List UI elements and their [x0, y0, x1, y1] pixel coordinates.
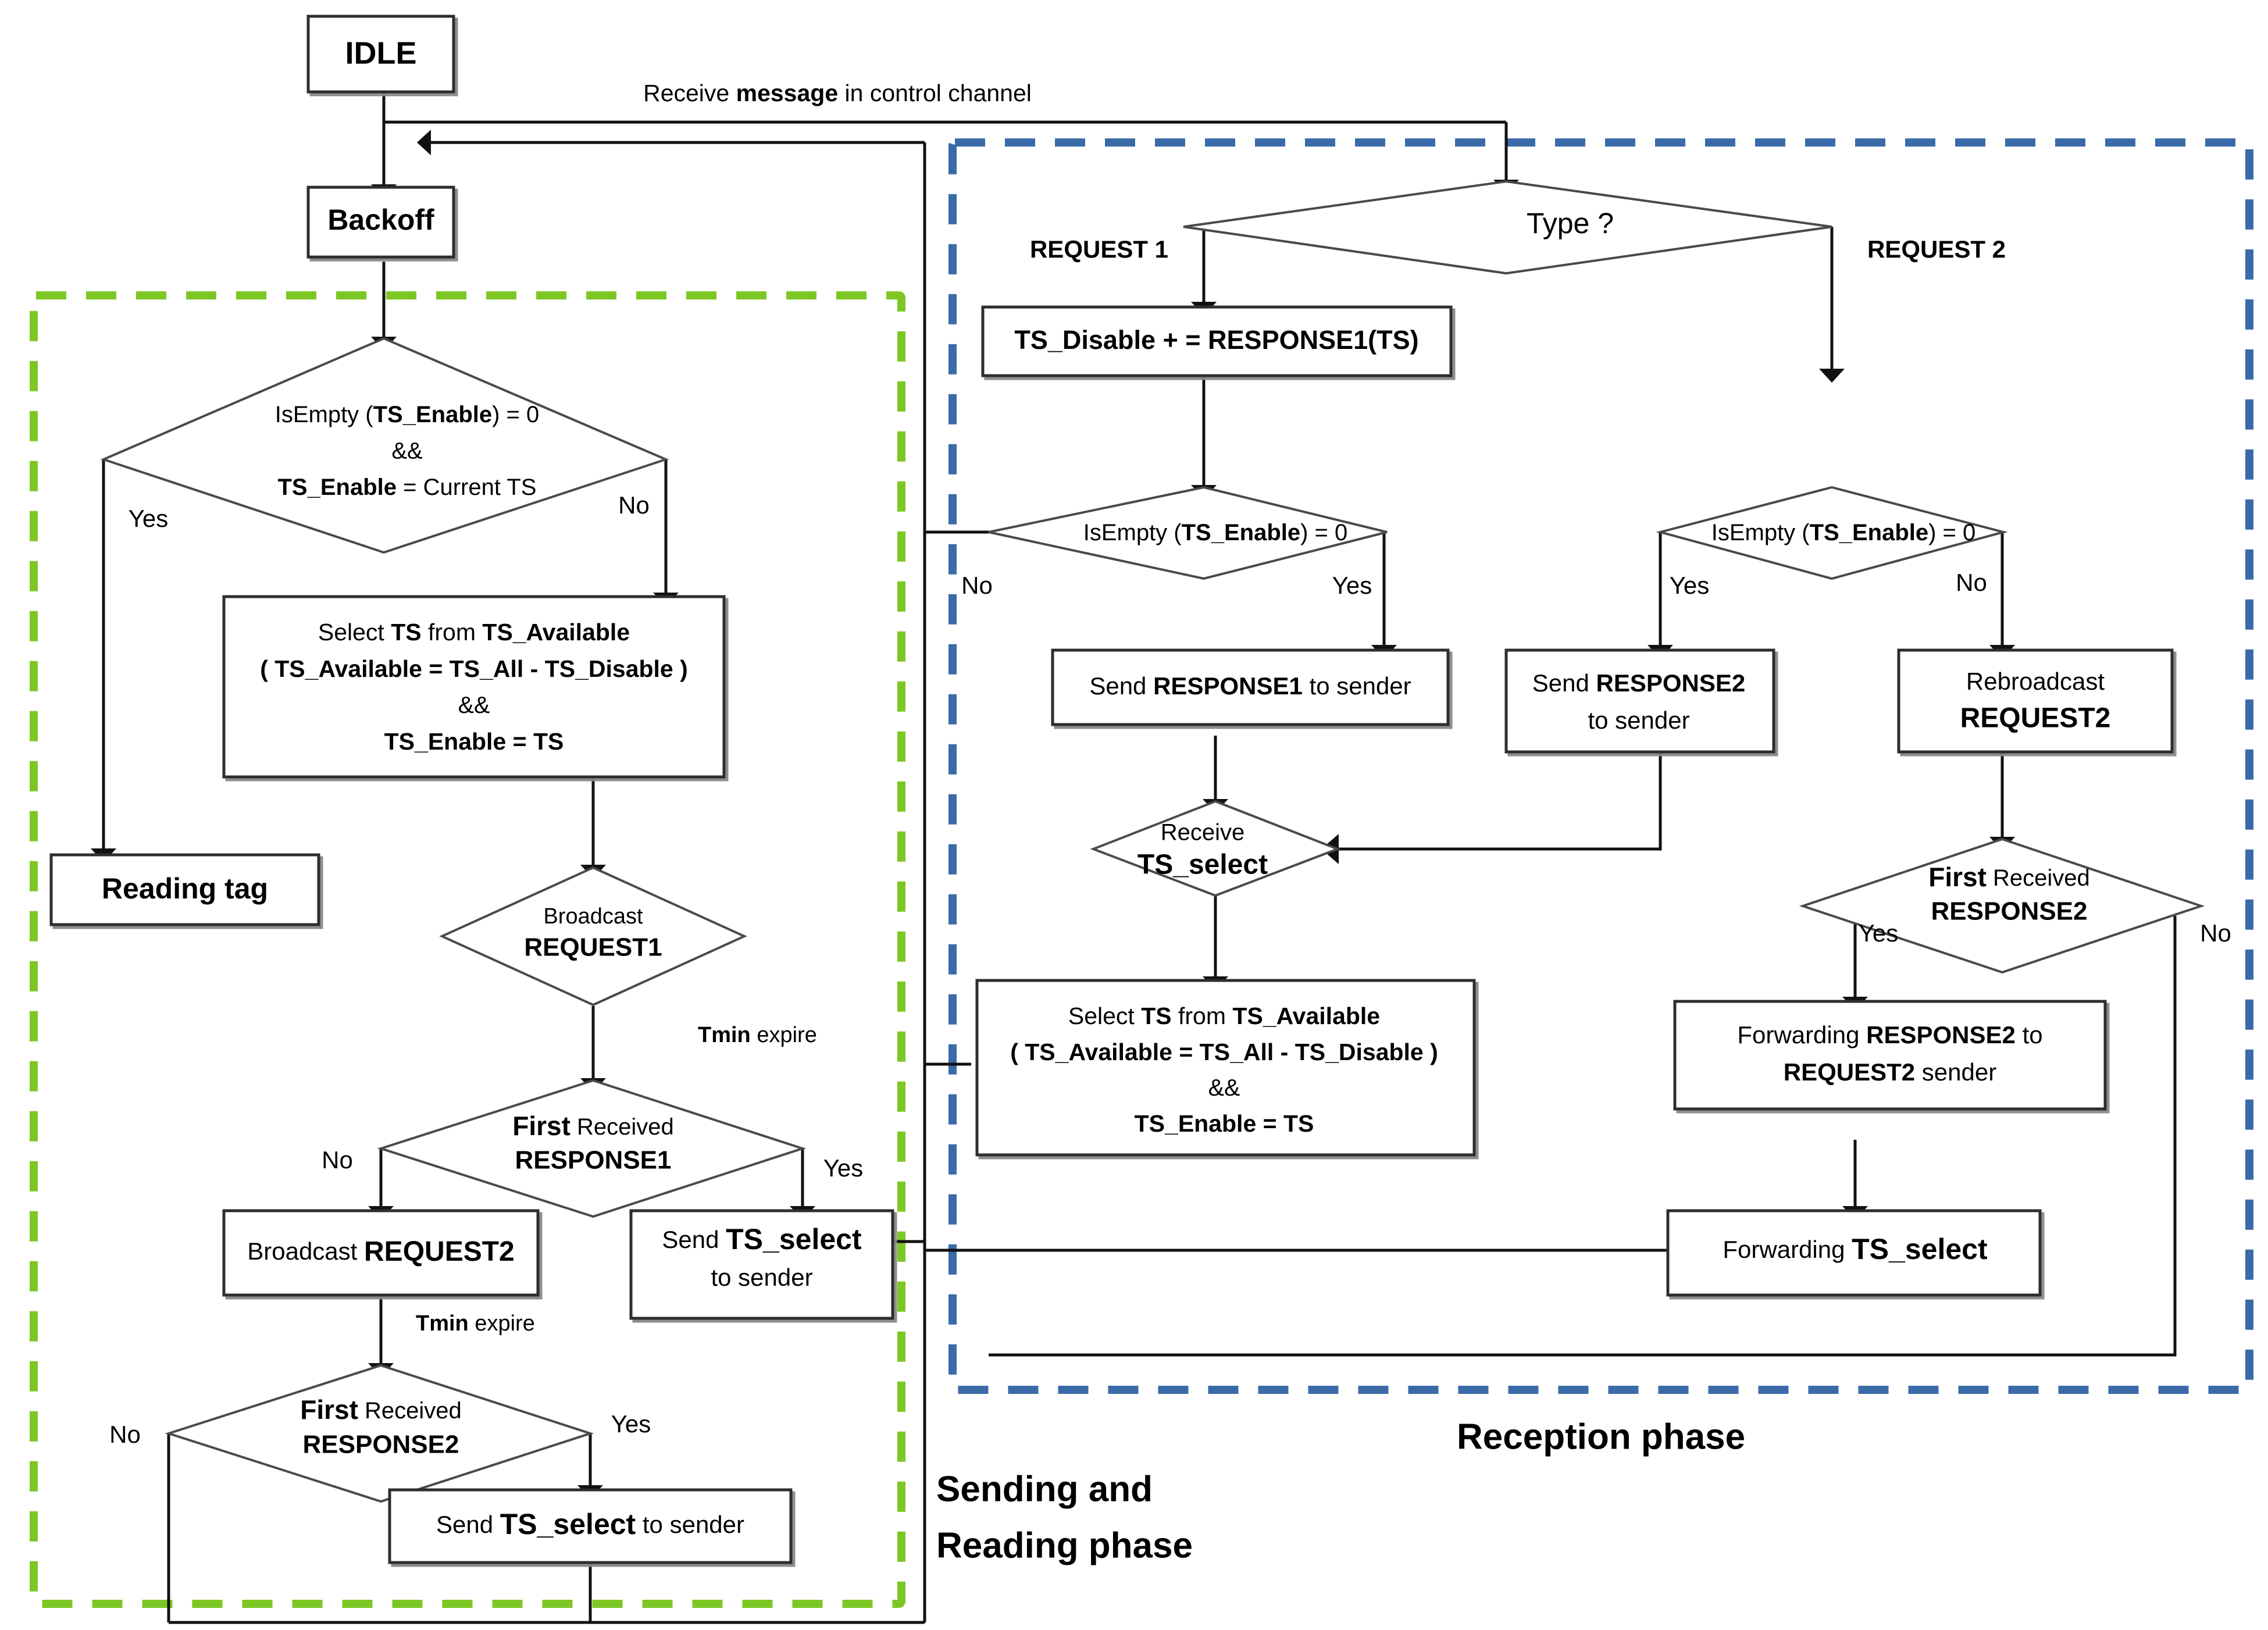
forward-response2-line1: Forwarding RESPONSE2 to — [1737, 1021, 2042, 1048]
broadcast-request1-line1: Broadcast — [543, 904, 643, 929]
node-idle-label: IDLE — [345, 35, 416, 70]
node-dec-line2: && — [391, 438, 423, 464]
ts-disable-add-label: TS_Disable + = RESPONSE1(TS) — [1014, 325, 1418, 355]
first-response2-left-line1: First Received — [300, 1394, 462, 1425]
send-response2-line2: to sender — [1588, 707, 1689, 734]
rebroadcast-request2-line1: Rebroadcast — [1966, 668, 2105, 695]
edge-label-yes-6: Yes — [1859, 919, 1899, 947]
edge-label-tmin-2: Tmin expire — [416, 1311, 535, 1336]
send-response1-label: Send RESPONSE1 to sender — [1089, 672, 1411, 700]
node-send-response2[interactable]: Send RESPONSE2 to sender — [1504, 648, 1775, 754]
node-send-tsselect-a[interactable]: Send TS_select to sender — [629, 1209, 894, 1320]
type-decision-label: Type ? — [1527, 207, 1614, 240]
node-broadcast-request1[interactable]: Broadcast REQUEST1 Tmin expire — [439, 866, 817, 1047]
broadcast-request1-line2: REQUEST1 — [524, 933, 662, 962]
edge-label-no-4: No — [961, 572, 993, 599]
sending-phase-boundary — [30, 291, 905, 1608]
node-forward-tsselect[interactable]: Forwarding TS_select — [1666, 1209, 2042, 1297]
node-reading-tag[interactable]: Reading tag — [49, 853, 320, 926]
select-ts-right-line2: ( TS_Available = TS_All - TS_Disable ) — [1010, 1039, 1438, 1065]
node-ts-disable-add[interactable]: TS_Disable + = RESPONSE1(TS) — [981, 305, 1453, 377]
select-ts-left-line3: && — [458, 691, 490, 718]
sending-phase-label-line1: Sending and — [936, 1469, 1153, 1509]
node-dec-line1: IsEmpty (TS_Enable) = 0 — [275, 402, 540, 427]
node-send-tsselect-b[interactable]: Send TS_select to sender — [388, 1488, 793, 1564]
connectors — [91, 93, 2177, 1624]
select-ts-right-line3: && — [1208, 1074, 1240, 1101]
node-select-ts-left[interactable]: Select TS from TS_Available ( TS_Availab… — [222, 595, 726, 779]
node-select-ts-right[interactable]: Select TS from TS_Available ( TS_Availab… — [975, 979, 1476, 1157]
isempty-right-label: IsEmpty (TS_Enable) = 0 — [1711, 520, 1976, 545]
receive-tsselect-line2: TS_select — [1137, 850, 1268, 880]
forward-tsselect-label: Forwarding TS_select — [1723, 1233, 1988, 1265]
node-isempty-right[interactable]: IsEmpty (TS_Enable) = 0 Yes No — [1656, 486, 2008, 599]
rebroadcast-request2-line2: REQUEST2 — [1960, 703, 2111, 734]
node-first-response1[interactable]: First Received RESPONSE1 No Yes — [322, 1079, 864, 1218]
node-first-response2-right[interactable]: First Received RESPONSE2 Yes No — [1799, 837, 2231, 974]
send-tsselect-a-line2: to sender — [711, 1264, 812, 1291]
edge-label-yes-1: Yes — [129, 505, 169, 532]
send-tsselect-a-line1: Send TS_select — [662, 1223, 862, 1256]
select-ts-right-line1: Select TS from TS_Available — [1068, 1003, 1380, 1029]
node-isempty-mid[interactable]: IsEmpty (TS_Enable) = 0 No Yes — [961, 486, 1388, 599]
isempty-mid-label: IsEmpty (TS_Enable) = 0 — [1083, 520, 1348, 545]
first-response2-right-line1: First Received — [1928, 862, 2090, 892]
select-ts-right-line4: TS_Enable = TS — [1135, 1110, 1314, 1137]
forward-response2-line2: REQUEST2 sender — [1784, 1058, 1996, 1086]
send-response2-line1: Send RESPONSE2 — [1532, 669, 1746, 697]
edge-label-yes-3: Yes — [611, 1410, 651, 1438]
node-type-decision[interactable]: Type ? REQUEST 1 REQUEST 2 — [1030, 180, 2006, 275]
edge-label-yes-2: Yes — [823, 1154, 864, 1182]
first-response1-line1: First Received — [512, 1111, 674, 1141]
node-rebroadcast-request2[interactable]: Rebroadcast REQUEST2 — [1897, 648, 2174, 754]
select-ts-left-line1: Select TS from TS_Available — [318, 619, 630, 645]
select-ts-left-line4: TS_Enable = TS — [384, 728, 564, 755]
edge-label-yes-5: Yes — [1670, 572, 1710, 599]
broadcast-request2-label: Broadcast REQUEST2 — [247, 1236, 515, 1267]
first-response2-right-line2: RESPONSE2 — [1931, 897, 2088, 926]
node-broadcast-request2[interactable]: Broadcast REQUEST2 Tmin expire — [222, 1209, 540, 1336]
edge-label-request2: REQUEST 2 — [1867, 236, 2006, 263]
node-receive-tsselect[interactable]: Receive TS_select — [1090, 800, 1341, 897]
node-send-response1[interactable]: Send RESPONSE1 to sender — [1051, 648, 1450, 726]
sending-phase-label-line2: Reading phase — [936, 1525, 1193, 1565]
edge-label-yes-4: Yes — [1332, 572, 1372, 599]
edge-label-no-1: No — [618, 491, 650, 519]
send-tsselect-b-label: Send TS_select to sender — [436, 1508, 744, 1540]
node-backoff-label: Backoff — [327, 204, 434, 236]
edge-label-no-3: No — [109, 1421, 141, 1448]
edge-label-request1: REQUEST 1 — [1030, 236, 1168, 263]
node-idle[interactable]: IDLE — [306, 15, 455, 94]
receive-tsselect-line1: Receive — [1161, 820, 1245, 846]
node-first-response2-left[interactable]: First Received RESPONSE2 No Yes — [109, 1364, 651, 1503]
node-dec-enable-current[interactable]: IsEmpty (TS_Enable) = 0 && TS_Enable = C… — [100, 337, 669, 554]
edge-label-tmin-1: Tmin expire — [698, 1023, 817, 1047]
node-reading-tag-label: Reading tag — [102, 872, 268, 905]
node-forward-response2[interactable]: Forwarding RESPONSE2 to REQUEST2 sender — [1673, 1000, 2107, 1111]
node-backoff[interactable]: Backoff — [306, 186, 455, 259]
edge-label-no-5: No — [1956, 569, 1987, 596]
reception-phase-boundary — [948, 138, 2253, 1394]
edge-label-no-2: No — [322, 1146, 353, 1174]
first-response2-left-line2: RESPONSE2 — [303, 1431, 459, 1459]
select-ts-left-line2: ( TS_Available = TS_All - TS_Disable ) — [260, 655, 688, 682]
node-dec-line3: TS_Enable = Current TS — [278, 475, 537, 500]
edge-label-receive-message: Receive message in control channel — [643, 80, 1032, 106]
first-response1-line2: RESPONSE1 — [515, 1146, 672, 1175]
reception-phase-label: Reception phase — [1457, 1417, 1745, 1457]
edge-label-no-6: No — [2200, 919, 2231, 947]
